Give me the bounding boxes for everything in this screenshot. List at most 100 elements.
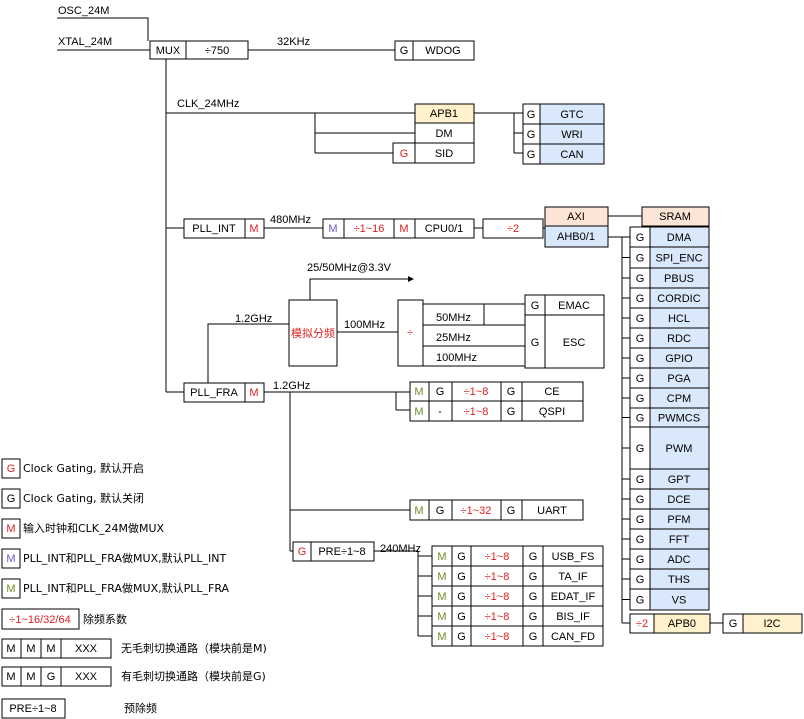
spi-enc-gate: G [636, 253, 645, 265]
ta-if-m: M [437, 571, 446, 583]
qspi-label: QSPI [539, 406, 565, 418]
legend-8-s2: M [26, 671, 35, 683]
dm-label: DM [435, 128, 452, 140]
vs-label: VS [672, 595, 687, 607]
legend-text-9: 预除频 [124, 701, 157, 715]
legend-8-s1: M [6, 671, 15, 683]
f480-label: 480MHz [270, 214, 311, 226]
mux-label: MUX [156, 45, 181, 57]
edat-if-div: ÷1~8 [485, 591, 510, 603]
legend-7-s3: M [46, 643, 55, 655]
can-fd-g: G [457, 631, 466, 643]
legend: G Clock Gating, 默认开启 G Clock Gating, 默认关… [1, 458, 267, 719]
qspi-row: M - ÷1~8 G QSPI [409, 400, 584, 422]
pll-int-block: PLL_INT M [183, 218, 265, 239]
legend-sym-2: G [7, 493, 16, 505]
uart-label: UART [537, 505, 567, 517]
cpu-label: CPU0/1 [425, 223, 464, 235]
emac-esc-block: G EMAC G ESC [524, 294, 605, 369]
adc-gate: G [636, 554, 645, 566]
adc-label: ADC [667, 554, 690, 566]
f12a-label: 1.2GHz [235, 313, 272, 325]
cpu-div: ÷1~16 [354, 223, 385, 235]
dma-gate: G [636, 232, 645, 244]
xtal-label: XTAL_24M [58, 36, 112, 48]
pbus-gate: G [636, 273, 645, 285]
ce-div: ÷1~8 [464, 386, 489, 398]
uart-g2: G [507, 505, 516, 517]
uart-m: M [414, 505, 423, 517]
sram-label: SRAM [659, 211, 691, 223]
ahb-label: AHB0/1 [557, 231, 595, 243]
pbus-label: PBUS [664, 273, 694, 285]
apb1-block: APB1 DM G SID [392, 103, 475, 164]
can-fd-label: CAN_FD [551, 631, 595, 643]
legend-text-8: 有毛刺切换通路（模块前是G) [121, 669, 266, 683]
esc-g: G [531, 337, 540, 349]
wri-label: WRI [561, 129, 582, 141]
legend-text-3: 输入时钟和CLK_24M做MUX [23, 521, 165, 535]
gpt-label: GPT [668, 474, 691, 486]
legend-sym-9: PRE÷1~8 [9, 703, 56, 715]
rdc-gate: G [636, 333, 645, 345]
edat-if-g: G [457, 591, 466, 603]
bis-if-m: M [437, 611, 446, 623]
ta-if-label: TA_IF [558, 571, 587, 583]
apb0-block: ÷2 APB0 G I2C [629, 613, 803, 634]
pwmcs-label: PWMCS [658, 413, 700, 425]
pfm-label: PFM [667, 514, 690, 526]
usb-fs-div: ÷1~8 [485, 551, 510, 563]
qspi-g2: G [507, 406, 516, 418]
f32k-label: 32KHz [277, 36, 310, 48]
ta-if-div: ÷1~8 [485, 571, 510, 583]
gpio-gate: G [636, 353, 645, 365]
qspi-m: M [414, 406, 423, 418]
bis-if-div: ÷1~8 [485, 611, 510, 623]
sid-label: SID [435, 148, 453, 160]
pre-block: G PRE÷1~8 [292, 541, 375, 562]
legend-sym-5: M [6, 583, 15, 595]
legend-sym-3: M [6, 523, 15, 535]
vs-gate: G [636, 595, 645, 607]
legend-text-1: Clock Gating, 默认开启 [23, 462, 144, 475]
ce-g: G [436, 386, 445, 398]
legend-7-s2: M [26, 643, 35, 655]
rdc-label: RDC [667, 333, 691, 345]
qspi-g: - [438, 406, 442, 418]
cpu-m1: M [328, 223, 337, 235]
uart-row: M G ÷1~32 G UART [409, 499, 584, 521]
legend-text-6: 除频系数 [83, 612, 127, 626]
f50-label: 50MHz [436, 312, 471, 324]
signal-labels: OSC_24M XTAL_24M CLK_24MHz 32KHz 480MHz … [58, 5, 477, 555]
legend-8-s3: G [47, 671, 56, 683]
legend-sym-4: M [6, 553, 15, 565]
dce-gate: G [636, 494, 645, 506]
ce-row: M G ÷1~8 G CE [409, 381, 584, 402]
f240-label: 240MHz [380, 543, 421, 555]
gpt-gate: G [636, 474, 645, 486]
fft-gate: G [636, 534, 645, 546]
pga-gate: G [636, 373, 645, 385]
analog-div-block: 模拟分频 ÷ [288, 299, 424, 367]
edat-if-m: M [437, 591, 446, 603]
emac-g: G [531, 300, 540, 312]
cpm-label: CPM [667, 393, 691, 405]
ce-g2: G [507, 386, 516, 398]
ce-m: M [414, 386, 423, 398]
apb0-label: APB0 [668, 618, 696, 630]
usb-fs-g2: G [529, 551, 538, 563]
mux-block: MUX ÷750 [149, 40, 249, 60]
pfm-gate: G [636, 514, 645, 526]
analog-div-label: 模拟分频 [291, 326, 335, 340]
pll-fra-block: PLL_FRA M [183, 382, 265, 403]
f25-label: 25/50MHz@3.3V [307, 262, 392, 274]
cpu-div2: ÷2 [507, 223, 519, 235]
hcl-label: HCL [668, 313, 690, 325]
esc-label: ESC [563, 337, 586, 349]
f100-label: 100MHz [344, 319, 385, 331]
dma-label: DMA [667, 232, 692, 244]
cpm-gate: G [636, 393, 645, 405]
emac-label: EMAC [558, 300, 590, 312]
pga-label: PGA [667, 373, 691, 385]
